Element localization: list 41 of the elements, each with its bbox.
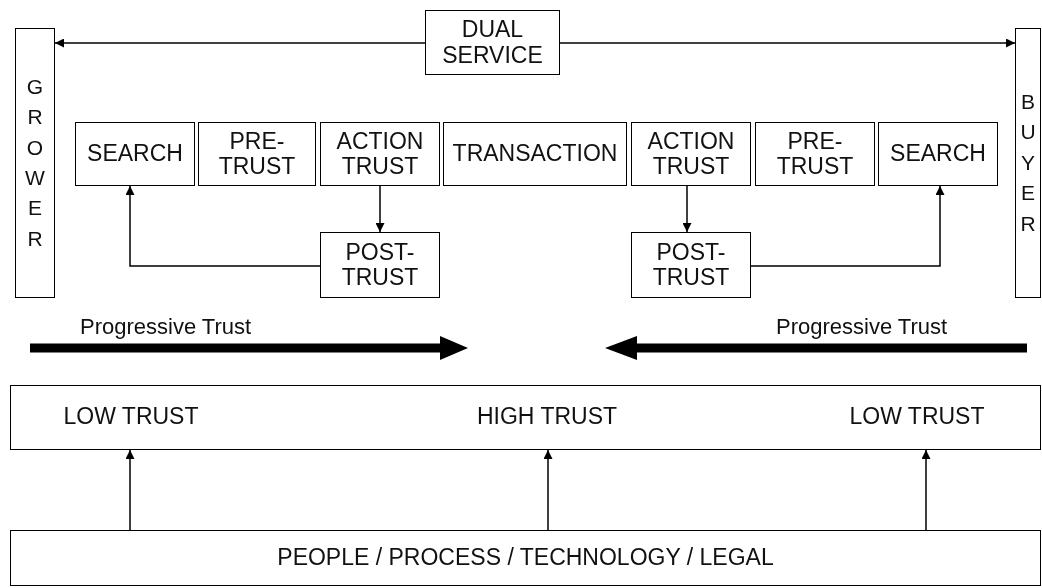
process-box [631,122,751,186]
arrow-caption: Progressive Trust [776,314,948,340]
box-label: PRE- TRUST [217,128,297,180]
process-box [320,232,440,298]
process-box [320,122,440,186]
process-box [631,232,751,298]
process-box [755,122,875,186]
trust-level-label: HIGH TRUST [476,404,618,430]
process-box [75,122,195,186]
box-label: DUAL SERVICE [441,17,544,68]
trust-band [10,385,1041,450]
arrow [559,38,1016,48]
box-label: POST- TRUST [651,239,731,291]
process-box [878,122,998,186]
arrow [125,449,135,531]
arrow-caption: Progressive Trust [80,314,252,340]
vertical-label-box [1015,28,1041,298]
arrow [682,185,692,233]
box-label: TRANSACTION [452,141,618,167]
arrow [750,185,945,267]
box-label: BUYER [1019,88,1037,237]
box-label: POST- TRUST [340,239,420,291]
box-label: ACTION TRUST [646,128,736,180]
process-box [443,122,627,186]
trust-level-label: LOW TRUST [63,404,199,430]
trust-level-label: LOW TRUST [849,404,985,430]
box-label: ACTION TRUST [335,128,425,180]
box-label: PEOPLE / PROCESS / TECHNOLOGY / LEGAL [277,545,774,571]
arrow [543,449,553,531]
arrow [921,449,931,531]
arrow [125,185,321,267]
process-box [425,10,560,75]
process-box [10,530,1041,586]
box-label: SEARCH [87,141,183,167]
box-label: PRE- TRUST [775,128,855,180]
arrow [375,185,385,233]
process-box [198,122,316,186]
vertical-label-box [15,28,55,298]
box-label: SEARCH [890,141,986,167]
box-label: GROWER [24,73,46,252]
arrow [54,38,426,48]
